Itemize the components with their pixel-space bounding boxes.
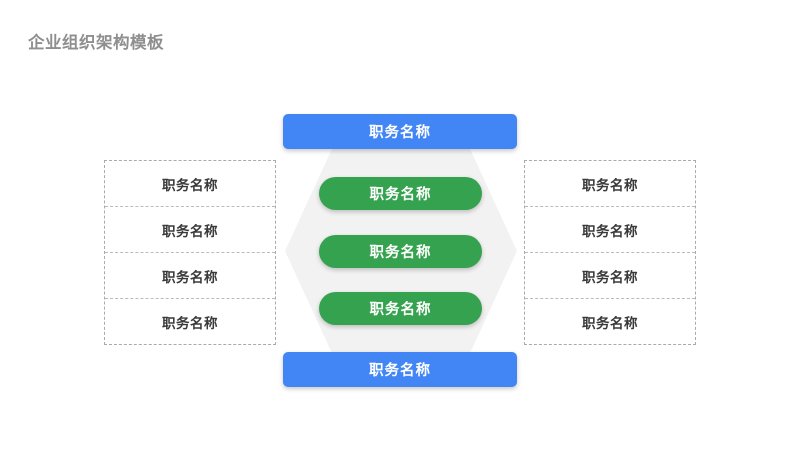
org-panel-right-row-3[interactable]: 职务名称	[525, 253, 695, 299]
org-node-top-label: 职务名称	[369, 125, 431, 141]
org-panel-right: 职务名称 职务名称 职务名称 职务名称	[524, 160, 696, 345]
org-panel-right-row-3-label: 职务名称	[582, 269, 638, 285]
org-node-bottom-label: 职务名称	[369, 363, 431, 379]
org-panel-right-row-2[interactable]: 职务名称	[525, 207, 695, 253]
org-node-center-1-label: 职务名称	[369, 187, 432, 203]
org-panel-left-row-4-label: 职务名称	[162, 315, 218, 331]
org-node-center-2-label: 职务名称	[369, 245, 432, 261]
org-node-center-1[interactable]: 职务名称	[319, 177, 482, 210]
org-node-center-2[interactable]: 职务名称	[319, 235, 482, 268]
org-panel-left: 职务名称 职务名称 职务名称 职务名称	[104, 160, 276, 345]
org-panel-right-row-4-label: 职务名称	[582, 315, 638, 331]
org-panel-right-row-2-label: 职务名称	[582, 223, 638, 239]
org-node-bottom[interactable]: 职务名称	[283, 352, 517, 387]
org-panel-left-row-3[interactable]: 职务名称	[105, 253, 275, 299]
org-node-top[interactable]: 职务名称	[283, 114, 517, 149]
org-panel-right-row-1-label: 职务名称	[582, 177, 638, 193]
org-panel-left-row-3-label: 职务名称	[162, 269, 218, 285]
org-node-center-3[interactable]: 职务名称	[319, 292, 482, 325]
org-panel-left-row-1-label: 职务名称	[162, 177, 218, 193]
page-title: 企业组织架构模板	[28, 34, 164, 52]
org-panel-left-row-2-label: 职务名称	[162, 223, 218, 239]
org-node-center-3-label: 职务名称	[369, 302, 432, 318]
org-panel-right-row-1[interactable]: 职务名称	[525, 161, 695, 207]
org-panel-left-row-4[interactable]: 职务名称	[105, 299, 275, 344]
org-panel-right-row-4[interactable]: 职务名称	[525, 299, 695, 344]
org-panel-left-row-2[interactable]: 职务名称	[105, 207, 275, 253]
org-panel-left-row-1[interactable]: 职务名称	[105, 161, 275, 207]
